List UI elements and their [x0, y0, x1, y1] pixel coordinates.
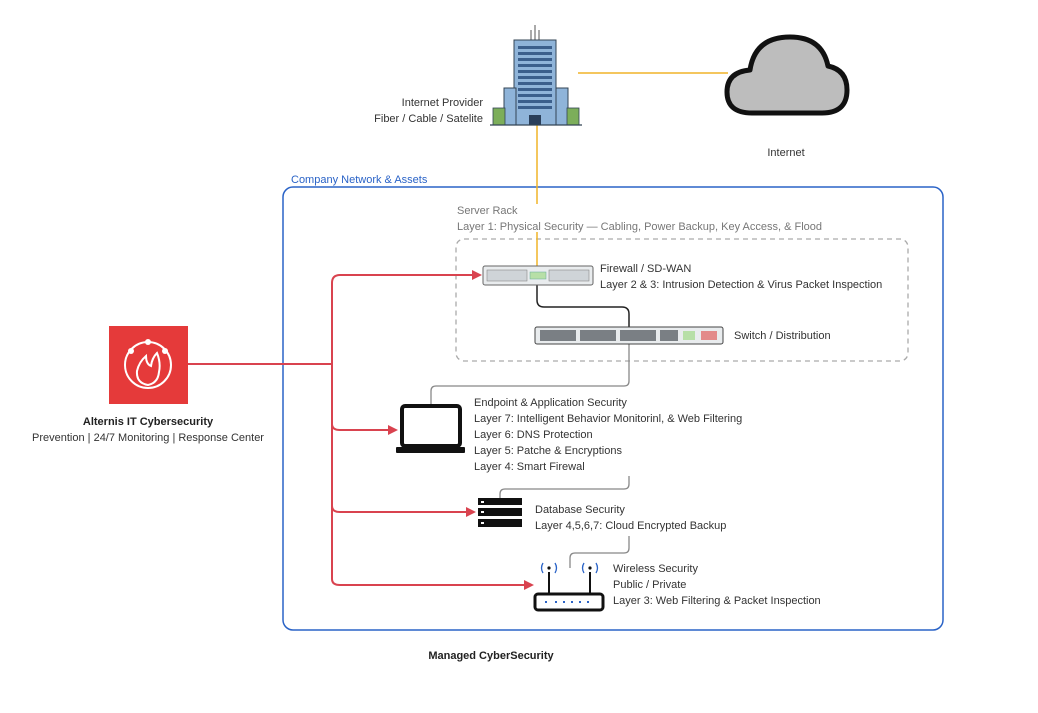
- endpoint-layer-6: Layer 6: DNS Protection: [474, 429, 593, 441]
- alternis-logo: [109, 326, 188, 404]
- internet-label: Internet: [767, 147, 805, 159]
- server-rack-boundary: [455, 238, 909, 362]
- firewall-title: Firewall / SD-WAN: [600, 263, 692, 275]
- endpoint-layer-5: Layer 5: Patche & Encryptions: [474, 445, 622, 457]
- firewall-to-switch-link: [536, 285, 630, 328]
- switch-to-wireless-link: [569, 536, 630, 568]
- wireless-line2: Public / Private: [613, 579, 687, 591]
- isp-building-icon: [490, 25, 582, 126]
- isp-label-line1: Internet Provider: [401, 97, 483, 109]
- endpoint-title: Endpoint & Application Security: [474, 397, 627, 409]
- database-icon: [478, 498, 522, 527]
- company-network-boundary: [282, 186, 944, 631]
- server-rack-layer: Layer 1: Physical Security — Cabling, Po…: [457, 221, 822, 233]
- database-title: Database Security: [535, 504, 625, 516]
- endpoint-layer-4: Layer 4: Smart Firewal: [474, 461, 585, 473]
- provider-tagline: Prevention | 24/7 Monitoring | Response …: [32, 432, 264, 444]
- laptop-icon: [396, 404, 465, 453]
- firewall-layer: Layer 2 & 3: Intrusion Detection & Virus…: [600, 279, 883, 291]
- firewall-device-icon: [482, 265, 594, 286]
- provider-name: Alternis IT Cybersecurity: [82, 416, 214, 428]
- wireless-layer: Layer 3: Web Filtering & Packet Inspecti…: [613, 595, 821, 607]
- wireless-title: Wireless Security: [613, 563, 698, 575]
- managed-links: [188, 274, 526, 586]
- endpoint-layer-7: Layer 7: Intelligent Behavior Monitorinl…: [474, 413, 743, 425]
- switch-label: Switch / Distribution: [734, 330, 831, 342]
- cloud-icon: [724, 34, 850, 116]
- company-network-label: Company Network & Assets: [291, 174, 428, 186]
- wireless-router-icon: [533, 562, 605, 612]
- switch-to-endpoint-link: [430, 344, 630, 404]
- managed-arrowheads: [388, 270, 534, 590]
- switch-to-database-link: [499, 476, 630, 498]
- database-layer: Layer 4,5,6,7: Cloud Encrypted Backup: [535, 520, 727, 532]
- server-rack-title: Server Rack: [457, 205, 518, 217]
- switch-device-icon: [534, 326, 724, 345]
- footer-label: Managed CyberSecurity: [428, 650, 554, 662]
- isp-label-line2: Fiber / Cable / Satelite: [374, 113, 483, 125]
